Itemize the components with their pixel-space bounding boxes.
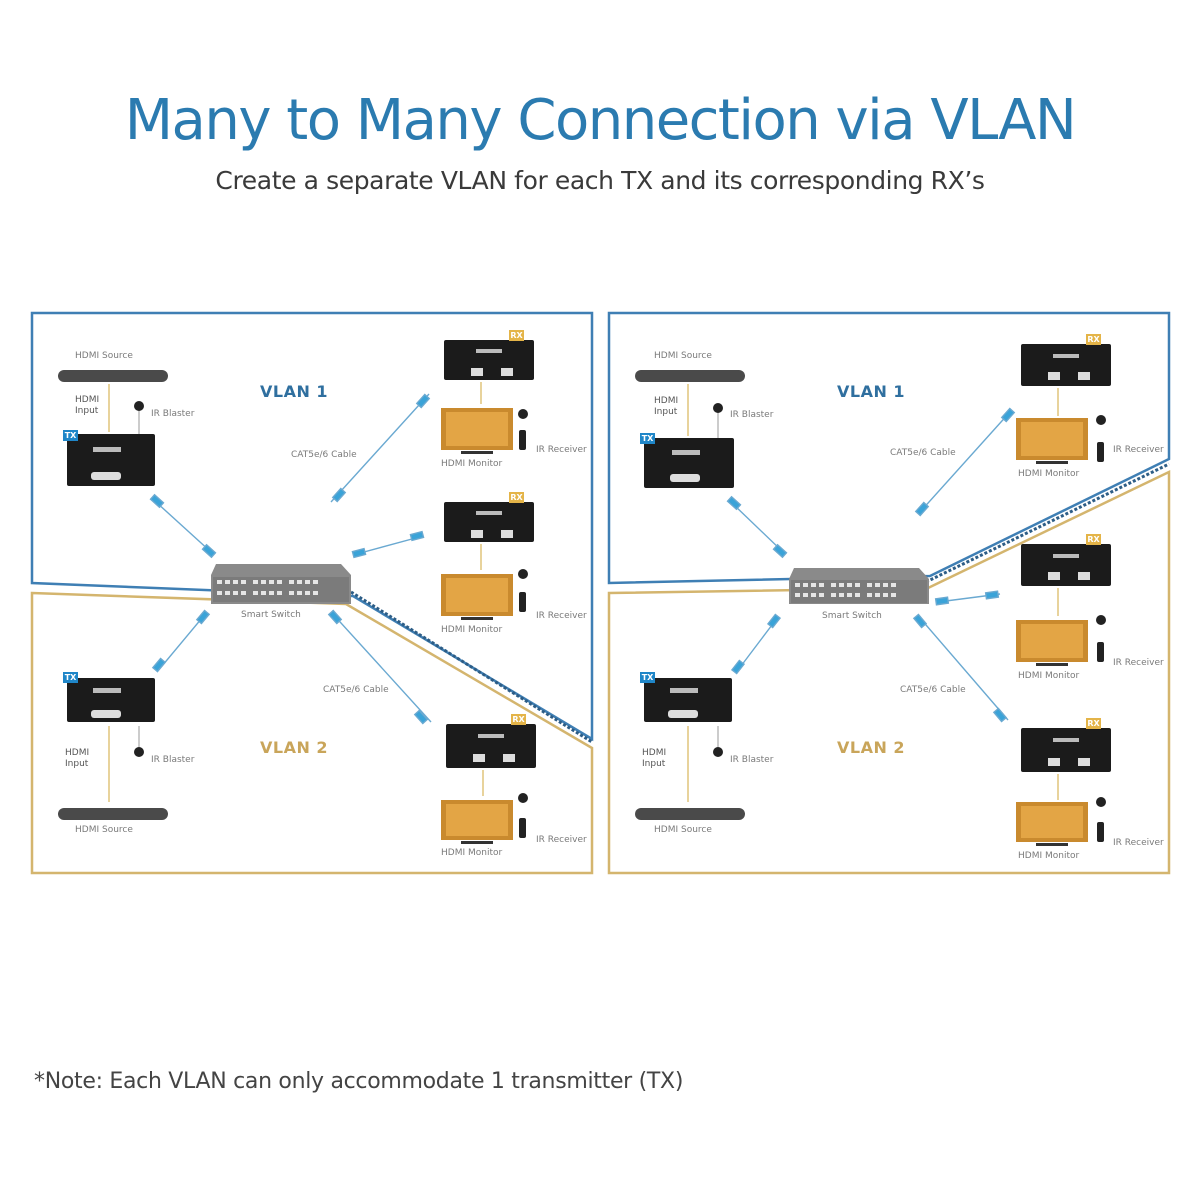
tx-badge: TX — [640, 433, 655, 444]
smart-switch-label: Smart Switch — [241, 610, 301, 620]
cable-tx1-switch — [149, 493, 217, 559]
vlan-divider-line — [350, 590, 593, 744]
vlan1-label: VLAN 1 — [260, 382, 329, 401]
hdmi-input-label: HDMI Input — [65, 748, 90, 769]
tx-unit-2 — [644, 678, 732, 722]
vlan2-label: VLAN 2 — [837, 738, 906, 757]
tx-badge: TX — [640, 672, 655, 683]
hdmi-source-label: HDMI Source — [75, 351, 133, 361]
ir-blaster-label: IR Blaster — [730, 755, 774, 765]
ir-blaster-icon-2 — [713, 747, 723, 757]
cable-tx1-switch — [726, 495, 788, 559]
ir-receiver-label: IR Receiver — [536, 611, 587, 621]
rx-unit-2 — [1021, 544, 1111, 586]
rx-unit-2 — [444, 502, 534, 542]
smart-switch-icon — [211, 564, 351, 604]
ir-receiver-icon-2 — [518, 569, 528, 579]
ir-receiver-icon-1 — [1096, 415, 1106, 425]
cable-label: CAT5e/6 Cable — [890, 448, 956, 458]
cable-switch-rx2 — [934, 590, 1001, 606]
smart-switch-label: Smart Switch — [822, 611, 882, 621]
tx-unit-2 — [67, 678, 155, 722]
rx-unit-3 — [1021, 728, 1111, 772]
hdmi-monitor-label: HDMI Monitor — [1018, 469, 1080, 479]
cable-tx2-switch — [730, 613, 782, 675]
vlan1-label: VLAN 1 — [837, 382, 906, 401]
ir-blaster-label: IR Blaster — [730, 410, 774, 420]
ir-blaster-icon-2 — [134, 747, 144, 757]
hdmi-source-device-1 — [635, 370, 745, 382]
cable-switch-rx3 — [327, 609, 432, 725]
hdmi-input-label: HDMI Input — [654, 396, 679, 417]
rx-unit-1 — [444, 340, 534, 380]
cable-label: CAT5e/6 Cable — [900, 685, 966, 695]
cable-label: CAT5e/6 Cable — [323, 685, 389, 695]
footnote: *Note: Each VLAN can only accommodate 1 … — [34, 1069, 684, 1094]
hdmi-source-device-2 — [635, 808, 745, 820]
vlan2-label: VLAN 2 — [260, 738, 329, 757]
cable-switch-rx1 — [330, 393, 431, 503]
hdmi-input-label: HDMI Input — [75, 395, 100, 416]
hdmi-monitor-label: HDMI Monitor — [441, 459, 503, 469]
hdmi-source-label: HDMI Source — [654, 351, 712, 361]
rx-badge: RX — [1086, 718, 1101, 729]
ir-receiver-icon-2 — [1096, 615, 1106, 625]
cable-tx2-switch — [151, 609, 211, 673]
ir-receiver-label: IR Receiver — [1113, 838, 1164, 848]
ir-receiver-icon-3 — [1096, 797, 1106, 807]
cable-label: CAT5e/6 Cable — [291, 450, 357, 460]
ir-receiver-label: IR Receiver — [1113, 658, 1164, 668]
ir-receiver-icon-1 — [518, 409, 528, 419]
hdmi-source-label: HDMI Source — [75, 825, 133, 835]
smart-switch-icon — [789, 568, 929, 604]
ir-blaster-label: IR Blaster — [151, 755, 195, 765]
diagram-panel-right: VLAN 1 VLAN 2 HDMI Source HDMI Input IR … — [607, 311, 1171, 875]
ir-receiver-icon-3 — [518, 793, 528, 803]
hdmi-monitor-label: HDMI Monitor — [441, 848, 503, 858]
diagram-panel-left: VLAN 1 VLAN 2 HDMI Source HDMI Input IR … — [30, 311, 594, 875]
rx-badge: RX — [1086, 534, 1101, 545]
vlan1-region-border — [607, 311, 1171, 585]
ir-blaster-icon-1 — [713, 403, 723, 413]
ir-blaster-label: IR Blaster — [151, 409, 195, 419]
cable-switch-rx1 — [914, 407, 1016, 517]
tx-badge: TX — [63, 672, 78, 683]
rx-unit-1 — [1021, 344, 1111, 386]
tx-unit-1 — [644, 438, 734, 488]
hdmi-source-device-2 — [58, 808, 168, 820]
panel-left-graphics — [30, 311, 594, 875]
hdmi-monitor-label: HDMI Monitor — [1018, 671, 1080, 681]
panel-right-graphics — [607, 311, 1171, 875]
hdmi-source-device-1 — [58, 370, 168, 382]
ir-receiver-label: IR Receiver — [536, 445, 587, 455]
hdmi-source-label: HDMI Source — [654, 825, 712, 835]
tx-badge: TX — [63, 430, 78, 441]
ir-blaster-icon-1 — [134, 401, 144, 411]
rx-badge: RX — [509, 492, 524, 503]
tx-unit-1 — [67, 434, 155, 486]
vlan-divider-line — [925, 462, 1170, 584]
rx-badge: RX — [511, 714, 526, 725]
page-subtitle: Create a separate VLAN for each TX and i… — [215, 166, 985, 195]
ir-receiver-label: IR Receiver — [1113, 445, 1164, 455]
hdmi-monitor-label: HDMI Monitor — [441, 625, 503, 635]
rx-badge: RX — [1086, 334, 1101, 345]
vlan1-region-border — [30, 311, 594, 742]
rx-badge: RX — [509, 330, 524, 341]
hdmi-monitor-label: HDMI Monitor — [1018, 851, 1080, 861]
rx-unit-3 — [446, 724, 536, 768]
hdmi-input-label: HDMI Input — [642, 748, 667, 769]
cable-switch-rx2 — [351, 530, 425, 559]
ir-receiver-label: IR Receiver — [536, 835, 587, 845]
page-title: Many to Many Connection via VLAN — [124, 88, 1077, 153]
cable-switch-rx3 — [912, 613, 1009, 723]
